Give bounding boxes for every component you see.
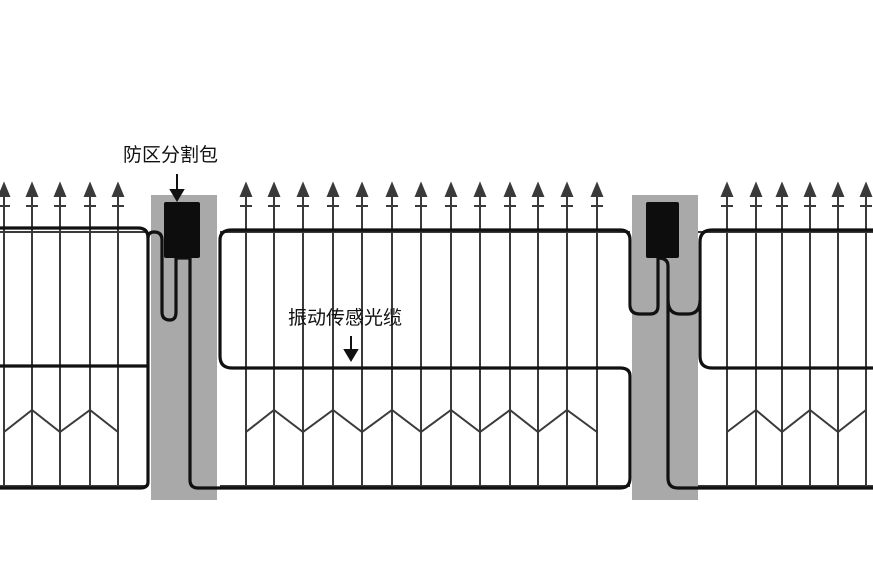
fence-spike: [385, 181, 399, 197]
fence-spike: [749, 181, 763, 197]
fence-spike: [473, 181, 487, 197]
fence-spike: [326, 181, 340, 197]
fence-spike: [296, 181, 310, 197]
fence-spike: [355, 181, 369, 197]
zone-splitter-box-left: [164, 202, 200, 258]
fence-zigzag: [3, 408, 119, 434]
fence-spike: [831, 181, 845, 197]
fence-spike: [53, 181, 67, 197]
fence-spike: [0, 181, 11, 197]
fence-spike: [531, 181, 545, 197]
fence-spike: [83, 181, 97, 197]
fence-spike: [803, 181, 817, 197]
fence-zigzag: [245, 408, 598, 434]
fence-spike: [111, 181, 125, 197]
fence-spike: [859, 181, 873, 197]
fence-spike: [25, 181, 39, 197]
fence-spike: [503, 181, 517, 197]
vibration-cable-label: 振动传感光缆: [288, 307, 403, 329]
arrow-to-splitter: [169, 174, 185, 202]
fence-spike: [239, 181, 253, 197]
zone-splitter-label: 防区分割包: [123, 144, 219, 166]
fence-spike: [560, 181, 574, 197]
fence-spike: [775, 181, 789, 197]
zone-splitter-box-right: [646, 202, 679, 258]
fence-spike: [720, 181, 734, 197]
fence-zigzag: [726, 408, 867, 434]
arrow-to-cable: [343, 336, 359, 362]
fence-spike: [444, 181, 458, 197]
fence-spike: [267, 181, 281, 197]
fence-panels: [0, 181, 873, 487]
fence-spike: [414, 181, 428, 197]
fence-spike: [590, 181, 604, 197]
vibration-sensing-cable: [0, 226, 873, 490]
